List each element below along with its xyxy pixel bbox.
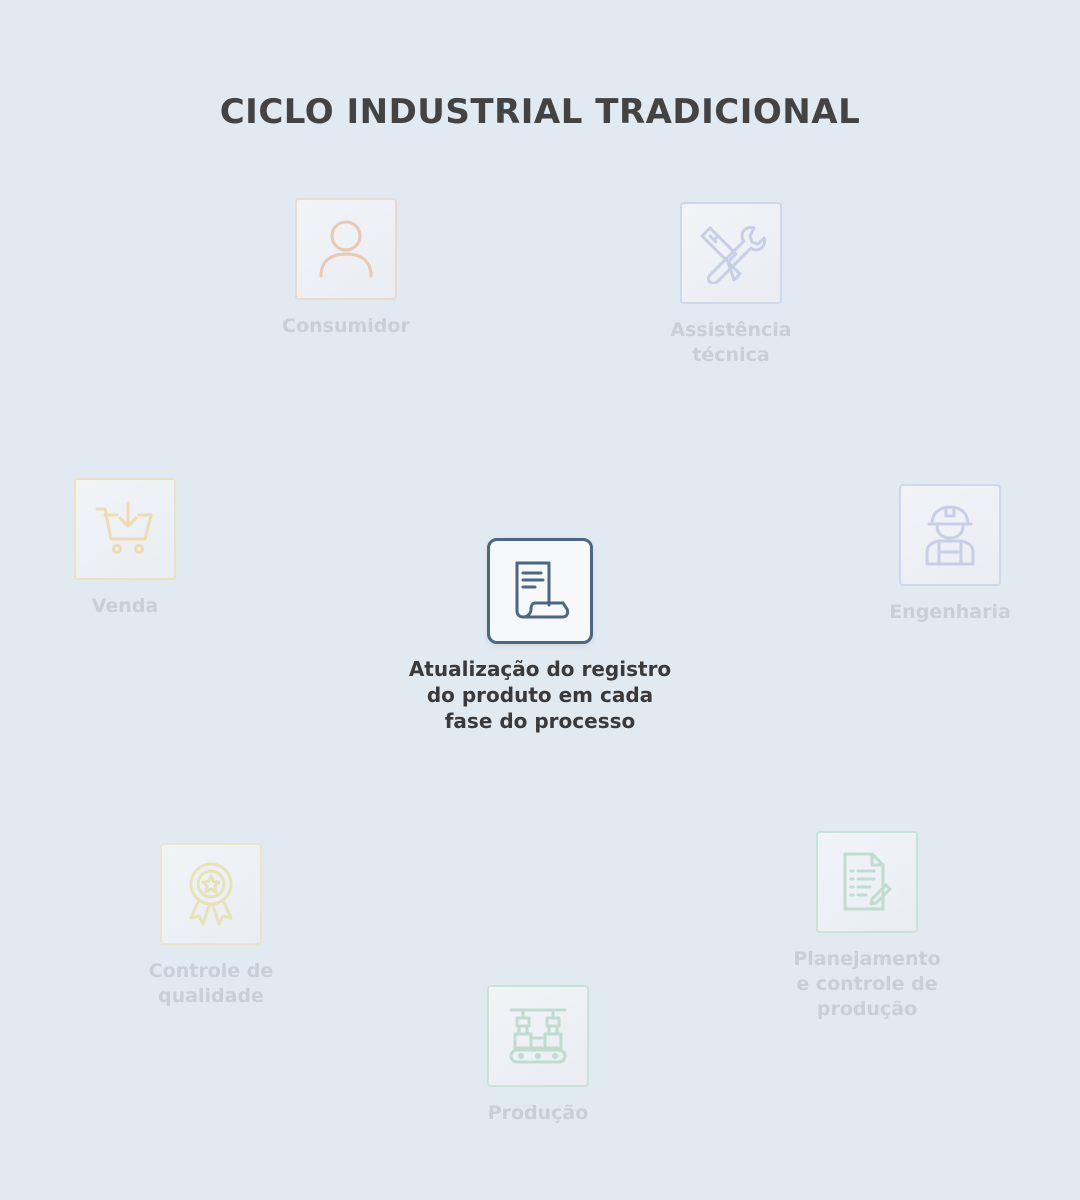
stage-consumidor: Consumidor [256, 198, 436, 339]
stage-label: Assistência técnica [670, 319, 792, 366]
center-tile [487, 538, 593, 644]
stage-label: Consumidor [282, 315, 410, 337]
center-node: Atualização do registro do produto em ca… [400, 538, 680, 734]
stage-tile [899, 484, 1001, 586]
stage-controle-qualidade: Controle de qualidade [121, 843, 301, 1009]
stage-label: Engenharia [889, 601, 1011, 623]
diagram-title: CICLO INDUSTRIAL TRADICIONAL [219, 92, 861, 132]
stage-assistencia-tecnica: Assistência técnica [641, 202, 821, 368]
stage-label: Venda [91, 595, 159, 617]
stage-label: Produção [487, 1102, 589, 1124]
stage-tile [816, 831, 918, 933]
stage-venda: Venda [35, 478, 215, 619]
tools-icon [700, 226, 766, 284]
stage-tile [487, 985, 589, 1087]
center-label: Atualização do registro do produto em ca… [408, 657, 672, 733]
cart-download-icon [95, 501, 153, 554]
stage-tile [74, 478, 176, 580]
engineer-icon [925, 505, 975, 566]
document-scroll-icon [515, 561, 570, 619]
stage-tile [295, 198, 397, 300]
stage-engenharia: Engenharia [860, 484, 1040, 625]
stage-label: Controle de qualidade [148, 960, 274, 1007]
award-badge-icon [189, 862, 233, 926]
stage-producao: Produção [448, 985, 628, 1126]
factory-line-icon [509, 1008, 567, 1064]
checklist-icon [843, 852, 892, 911]
stage-tile [160, 843, 262, 945]
stage-label: Planejamento e controle de produção [793, 948, 941, 1020]
stage-planejamento: Planejamento e controle de produção [777, 831, 957, 1022]
user-icon [319, 220, 373, 278]
stage-tile [680, 202, 782, 304]
